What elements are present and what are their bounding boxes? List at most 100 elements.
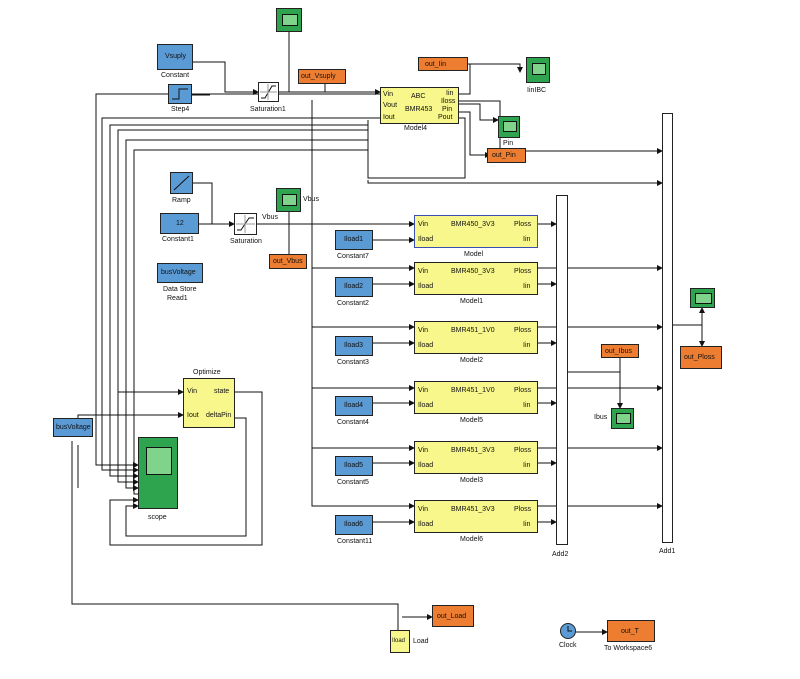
model-port-iin: Iin — [523, 521, 531, 528]
model-caption: Model1 — [460, 298, 483, 305]
vsuply-caption: Constant — [161, 72, 190, 79]
step4-block[interactable] — [168, 84, 192, 104]
iload-constant-block[interactable]: Iload6 — [335, 515, 373, 535]
add2-block[interactable] — [556, 195, 568, 545]
out-t-block[interactable]: out_T — [607, 620, 655, 642]
out-ploss-block[interactable]: out_Ploss — [680, 346, 722, 369]
pin-scope-block[interactable] — [498, 116, 520, 138]
model-port-iin: Iin — [523, 342, 531, 349]
saturation-block[interactable] — [234, 213, 257, 235]
ibus-scope-block[interactable] — [611, 408, 634, 429]
model-port-vin: Vin — [418, 447, 428, 454]
clock-caption: Clock — [559, 642, 577, 649]
model-port-iin: Iin — [523, 402, 531, 409]
scope-screen-icon — [146, 447, 172, 475]
datastore-read-block[interactable]: busVoltage — [157, 263, 203, 283]
model-port-iin: Iin — [523, 283, 531, 290]
model-port-iin: Iin — [523, 236, 531, 243]
clock-block[interactable] — [560, 623, 576, 639]
scope-screen-icon — [503, 121, 517, 132]
model4-port-iout: Iout — [383, 114, 395, 121]
out-ibus-block[interactable]: out_Ibus — [601, 344, 639, 358]
saturation1-block[interactable] — [258, 82, 279, 102]
step4-caption: Step4 — [171, 106, 190, 113]
optimize-port-vin: Vin — [187, 388, 197, 395]
iload-constant-block[interactable]: Iload3 — [335, 336, 373, 356]
iload-constant-caption: Constant2 — [337, 300, 369, 307]
busvoltage-block[interactable]: busVoltage — [53, 418, 93, 437]
out-t-caption: To Workspace6 — [604, 645, 653, 652]
converter-model-block[interactable]: Vin Iload BMR450_3V3 Ploss Iin — [414, 215, 538, 248]
out-pin-block[interactable]: out_Pin — [487, 148, 526, 163]
model4-port-vout: Vout — [383, 102, 398, 109]
iload-constant-block[interactable]: Iload1 — [335, 230, 373, 250]
out-ibus-label: out_Ibus — [605, 348, 632, 355]
iload-constant-caption: Constant5 — [337, 479, 369, 486]
datastore-caption1: Data Store — [163, 286, 197, 293]
scope-screen-icon — [282, 194, 297, 206]
model-name: BMR451_1V0 — [451, 327, 495, 334]
model-port-ploss: Ploss — [514, 221, 532, 228]
converter-model-block[interactable]: Vin Iload BMR450_3V3 Ploss Iin — [414, 262, 538, 295]
model-port-vin: Vin — [418, 327, 428, 334]
model4-port-iin: Iin — [446, 90, 454, 97]
model4-port-iloss: Iloss — [441, 98, 456, 105]
ploss-scope-block[interactable] — [690, 288, 715, 308]
saturation-icon — [260, 84, 277, 100]
converter-model-block[interactable]: Vin Iload BMR451_3V3 Ploss Iin — [414, 500, 538, 533]
model-caption: Model — [464, 251, 484, 258]
vsuply-scope-block[interactable] — [276, 8, 302, 32]
constant1-block[interactable]: 12 — [160, 213, 199, 234]
vbus-scope-block[interactable] — [276, 188, 301, 212]
converter-model-block[interactable]: Vin Iload BMR451_1V0 Ploss Iin — [414, 321, 538, 354]
scope-screen-icon — [616, 413, 631, 424]
model-port-iin: Iin — [523, 462, 531, 469]
model4-caption: Model4 — [404, 125, 427, 132]
vbus-scope-caption: Vbus — [303, 196, 319, 203]
iload-constant-value: Iload3 — [344, 342, 364, 349]
model-caption: Model2 — [460, 357, 483, 364]
iload-constant-block[interactable]: Iload2 — [335, 277, 373, 297]
model-caption: Model3 — [460, 477, 483, 484]
iload-constant-block[interactable]: Iload5 — [335, 456, 373, 476]
model-port-iload: Iload — [418, 521, 434, 528]
add1-caption: Add1 — [659, 548, 676, 555]
iinibc-caption: IinIBC — [527, 87, 547, 94]
converter-model-block[interactable]: Vin Iload BMR451_1V0 Ploss Iin — [414, 381, 538, 414]
out-vbus-block[interactable]: out_Vbus — [269, 254, 307, 269]
load-block[interactable]: Iload — [390, 630, 410, 653]
out-pin-label: out_Pin — [492, 152, 516, 159]
iinibc-scope-block[interactable] — [526, 57, 550, 83]
model-caption: Model5 — [460, 417, 483, 424]
model-port-vin: Vin — [418, 387, 428, 394]
saturation1-caption: Saturation1 — [250, 106, 286, 113]
converter-model-block[interactable]: Vin Iload BMR451_3V3 Ploss Iin — [414, 441, 538, 474]
model4-port-vin: Vin — [383, 91, 393, 98]
model-port-iload: Iload — [418, 342, 434, 349]
pin-scope-caption: Pin — [503, 140, 514, 147]
model-name: BMR451_3V3 — [451, 506, 495, 513]
ramp-block[interactable] — [170, 172, 193, 194]
model-port-ploss: Ploss — [514, 268, 532, 275]
out-iin-label: out_Iin — [425, 61, 447, 68]
iload-constant-caption: Constant3 — [337, 359, 369, 366]
scope-screen-icon — [282, 14, 298, 26]
saturation-icon — [236, 215, 255, 233]
out-load-block[interactable]: out_Load — [432, 605, 474, 627]
model-port-iload: Iload — [418, 283, 434, 290]
out-vsuply-block[interactable]: out_Vsuply — [298, 69, 346, 84]
add1-block[interactable] — [662, 113, 673, 543]
scope-screen-icon — [695, 293, 712, 304]
optimize-port-deltapin: deltaPin — [206, 412, 232, 419]
optimize-port-state: state — [214, 388, 230, 395]
iload-constant-caption: Constant4 — [337, 419, 369, 426]
model-port-iload: Iload — [418, 402, 434, 409]
iload-constant-block[interactable]: Iload4 — [335, 396, 373, 416]
vsuply-constant-block[interactable]: Vsuply — [157, 44, 193, 70]
out-iin-block[interactable]: out_Iin — [418, 57, 468, 71]
optimize-block[interactable]: Vin Iout state deltaPin — [183, 378, 235, 428]
ramp-icon — [173, 175, 190, 191]
main-scope-block[interactable] — [138, 437, 178, 509]
iload-constant-caption: Constant7 — [337, 253, 369, 260]
model4-block[interactable]: Vin Vout Iout ABC BMR453 Iin Iloss Pin P… — [380, 87, 459, 124]
